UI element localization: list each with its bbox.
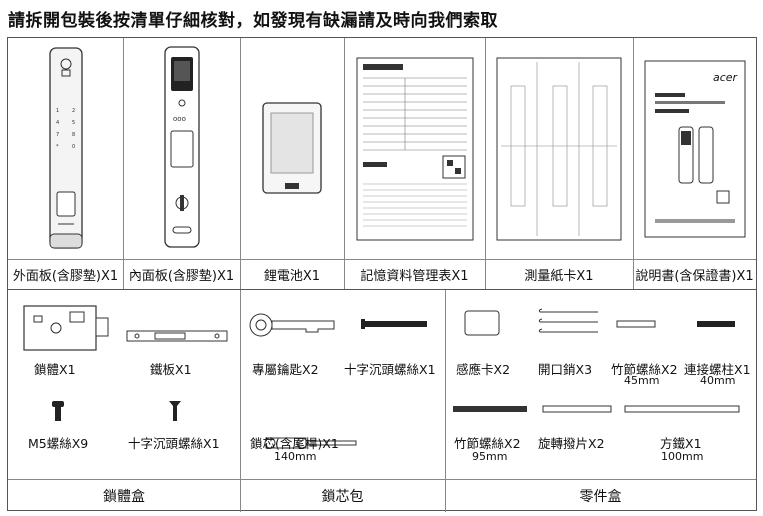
item-label: 記憶資料管理表X1 — [344, 259, 485, 289]
strike-plate-image — [126, 330, 228, 342]
divider — [8, 479, 756, 480]
item-label: 十字沉頭螺絲X1 — [344, 362, 436, 377]
item-outer-panel: 1 2 4 5 7 8 * 0 外面板(含膠墊)X1 — [8, 38, 124, 289]
lock-body-image — [23, 305, 109, 351]
divider — [240, 290, 241, 512]
acer-logo: acer — [713, 71, 739, 84]
inner-panel-image: ooo — [163, 45, 200, 248]
svg-text:2: 2 — [72, 108, 75, 114]
lock-cylinder-image — [264, 437, 357, 449]
item-label: 竹節螺絲X2 — [454, 436, 521, 451]
item-label: M5螺絲X9 — [28, 436, 89, 451]
rotary-paddle-image — [542, 405, 612, 413]
cotter-pins-image — [538, 308, 598, 333]
measure-card-image — [496, 57, 622, 240]
item-label: 鎖芯(含尾桿)X1 — [250, 436, 339, 451]
item-size: 45mm — [624, 374, 660, 387]
svg-text:8: 8 — [72, 132, 75, 138]
item-label: 測量紙卡X1 — [485, 259, 633, 289]
item-size: 40mm — [700, 374, 736, 387]
item-label: 方鐵X1 — [660, 436, 702, 451]
item-size: 95mm — [472, 450, 508, 463]
item-memory-table: 記憶資料管理表X1 — [344, 38, 486, 289]
svg-text:7: 7 — [56, 132, 59, 138]
item-label: 開口銷X3 — [538, 362, 593, 377]
item-label: 竹節螺絲X2 — [611, 362, 678, 377]
packing-list-sheet: 1 2 4 5 7 8 * 0 外面板(含膠墊)X1 — [7, 37, 757, 512]
box-name: 零件盒 — [579, 488, 622, 505]
top-items-row: 1 2 4 5 7 8 * 0 外面板(含膠墊)X1 — [8, 38, 756, 290]
item-size: 140mm — [274, 450, 317, 463]
item-label: 旋轉撥片X2 — [538, 436, 605, 451]
item-label: 連接螺柱X1 — [684, 362, 751, 377]
countersunk-screw-image — [169, 401, 181, 421]
m5-screw-image — [52, 401, 64, 421]
box-name: 鎖體盒 — [103, 488, 145, 505]
svg-text:ooo: ooo — [173, 115, 186, 123]
item-size: 100mm — [661, 450, 704, 463]
item-manual: acer 說明書(含保證書)X1 — [633, 38, 756, 289]
rfid-card-image — [464, 310, 500, 336]
svg-text:0: 0 — [72, 144, 75, 150]
manual-image: acer — [644, 60, 745, 237]
item-label: 鎖體X1 — [34, 362, 76, 377]
key-image — [249, 313, 335, 337]
item-label: 內面板(含膠墊)X1 — [123, 259, 240, 289]
item-label: 感應卡X2 — [456, 362, 511, 377]
item-measure-card: 測量紙卡X1 — [485, 38, 634, 289]
item-label: 說明書(含保證書)X1 — [633, 259, 756, 289]
svg-text:1: 1 — [56, 108, 59, 114]
square-spindle-image — [624, 405, 740, 413]
item-inner-panel: ooo 內面板(含膠墊)X1 — [123, 38, 241, 289]
bamboo-screw-45-image — [616, 320, 656, 328]
box-name: 鎖芯包 — [321, 488, 364, 505]
svg-text:5: 5 — [72, 120, 75, 126]
battery-image — [262, 101, 322, 194]
svg-text:*: * — [56, 144, 59, 150]
item-label: 專屬鑰匙X2 — [252, 362, 319, 377]
item-label: 外面板(含膠墊)X1 — [8, 259, 123, 289]
item-label: 十字沉頭螺絲X1 — [128, 436, 220, 451]
svg-text:4: 4 — [56, 120, 59, 126]
connecting-stud-image — [697, 321, 735, 327]
bamboo-screw-95-image — [453, 406, 527, 412]
item-label: 鐵板X1 — [150, 362, 192, 377]
divider — [445, 290, 446, 512]
item-label: 鋰電池X1 — [240, 259, 344, 289]
page-title: 請拆開包裝後按清單仔細核對，如發現有缺漏請及時向我們索取 — [8, 11, 498, 31]
countersunk-screw-long-image — [361, 319, 427, 329]
memory-table-image — [356, 57, 473, 240]
item-battery: 鋰電池X1 — [240, 38, 345, 289]
outer-panel-image: 1 2 4 5 7 8 * 0 — [48, 46, 83, 249]
